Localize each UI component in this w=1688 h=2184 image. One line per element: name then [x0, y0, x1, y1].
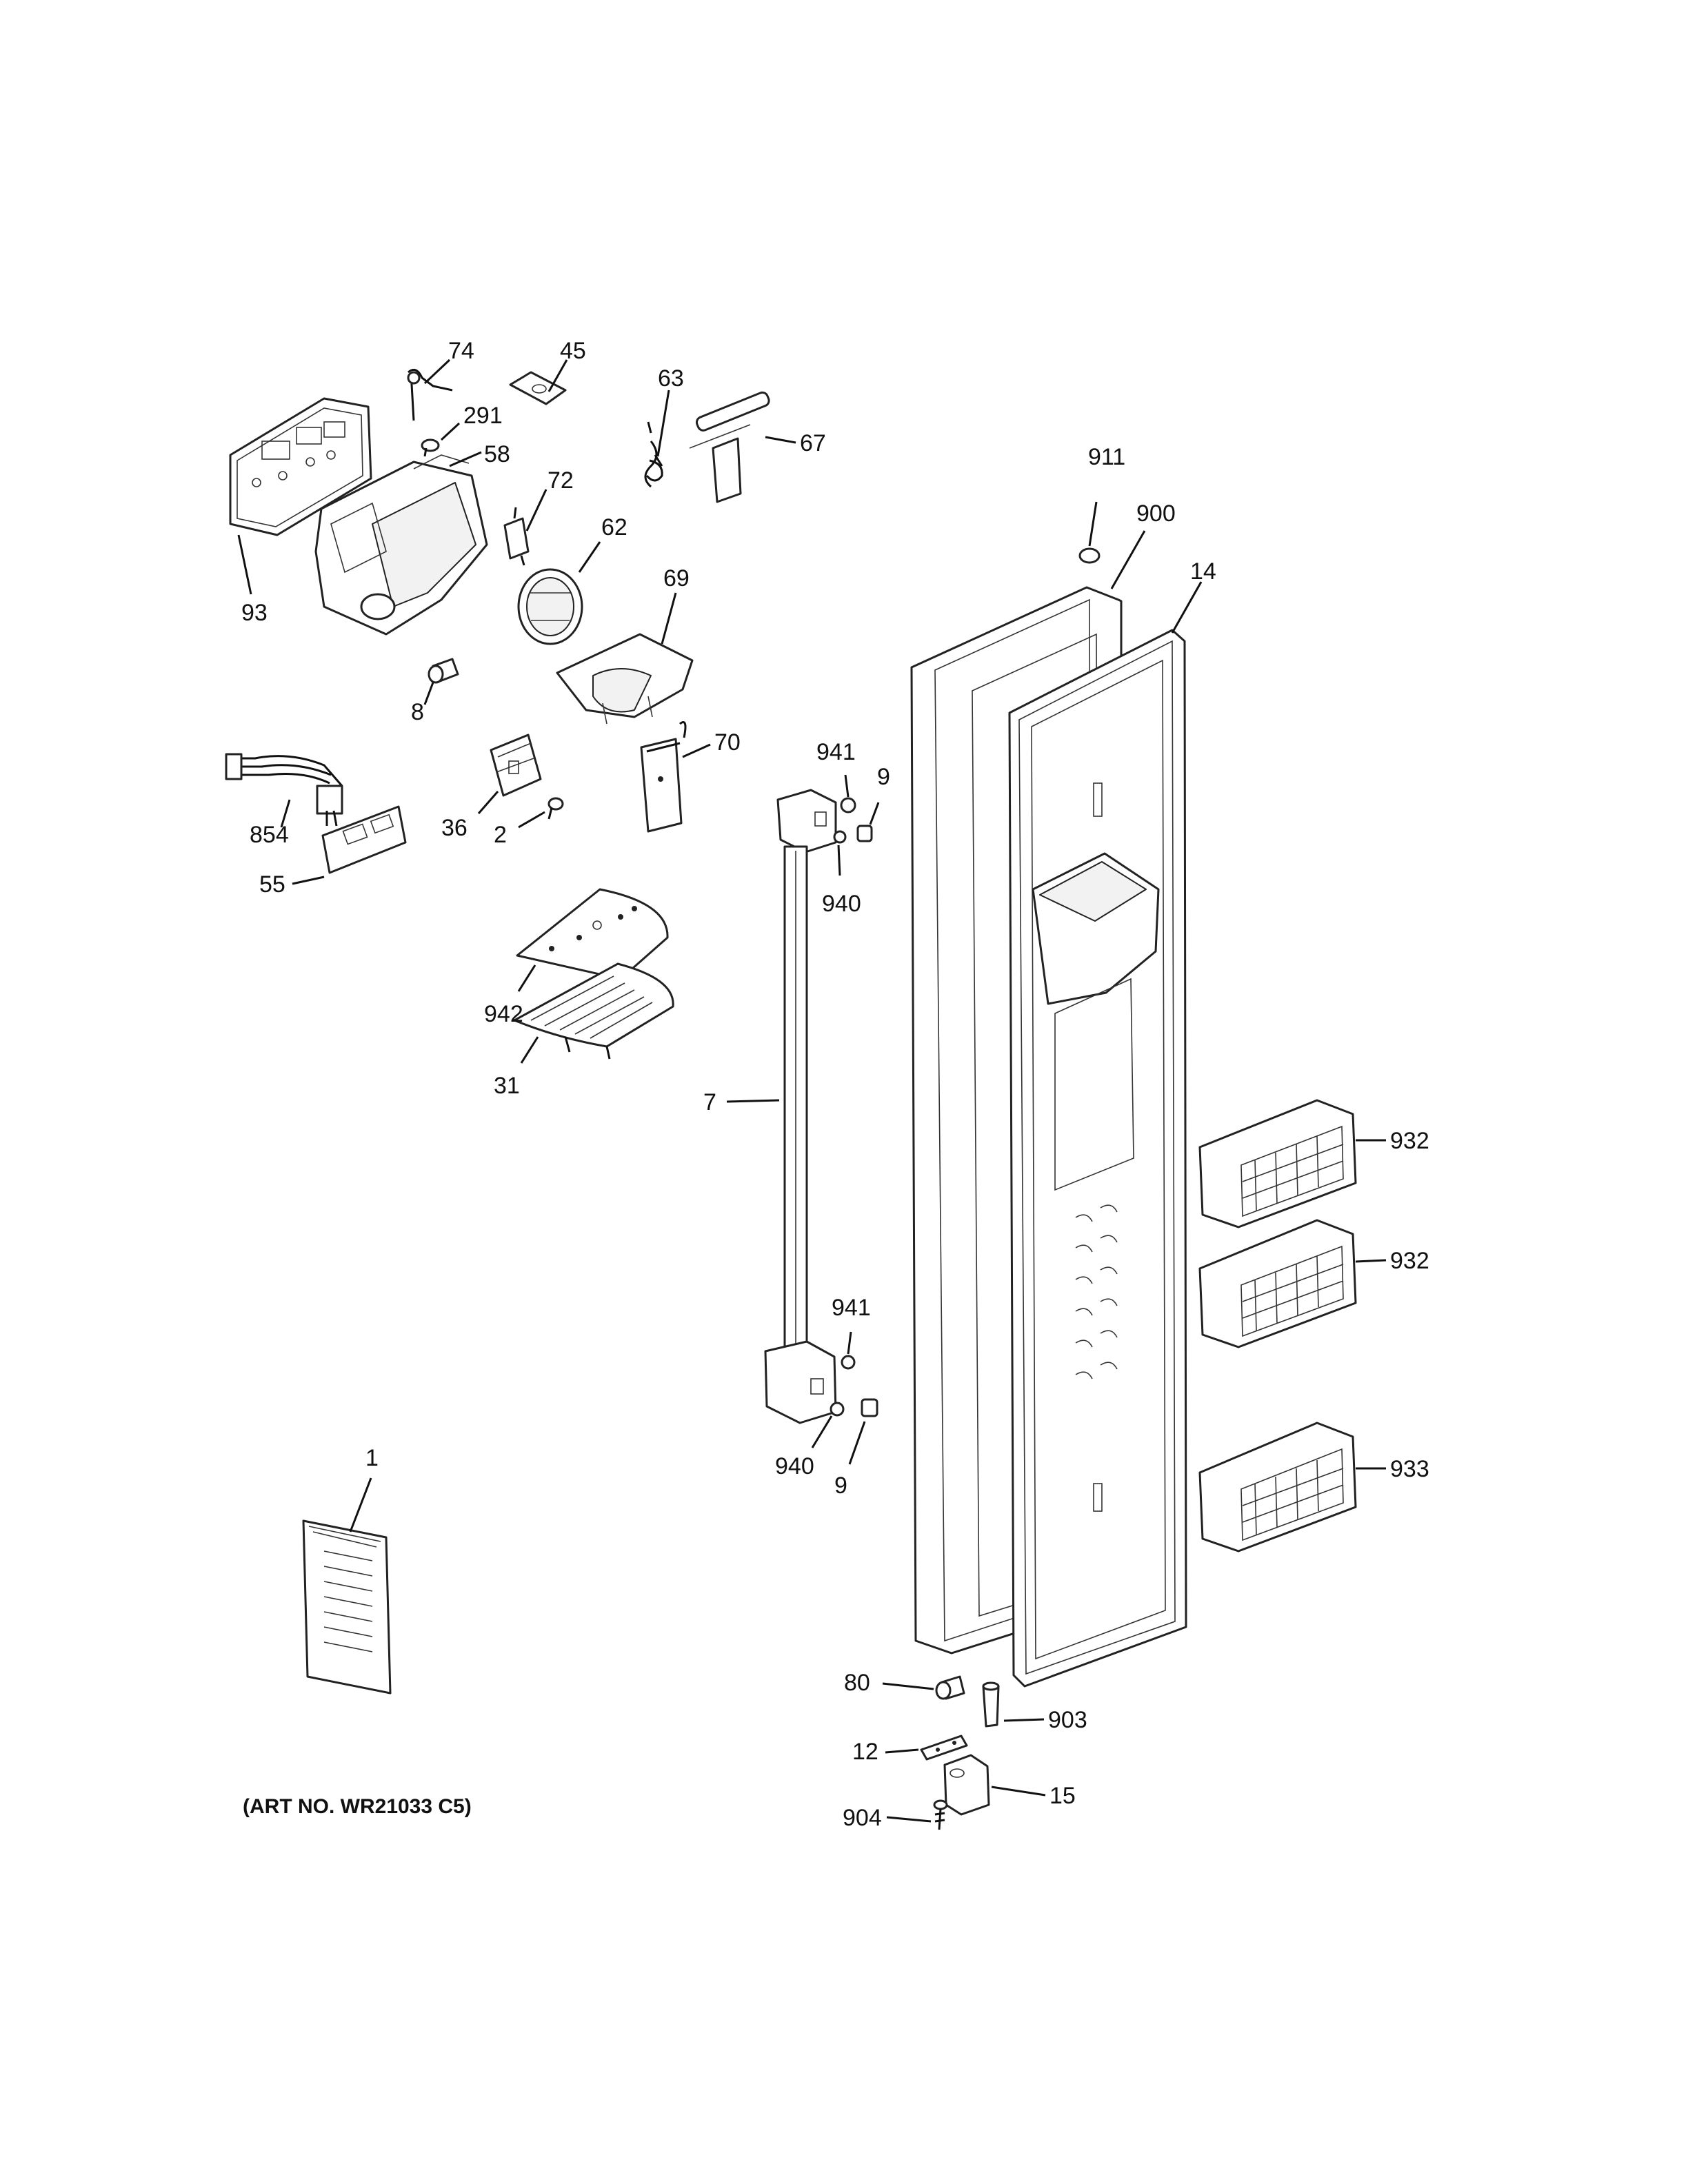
callout-7: 7 [703, 1089, 716, 1115]
art-number: (ART NO. WR21033 C5) [243, 1795, 472, 1818]
callout-904: 904 [843, 1805, 882, 1831]
part-9-bottom-plug [861, 1398, 878, 1417]
callout-933: 933 [1390, 1456, 1429, 1482]
callout-45: 45 [560, 338, 586, 364]
callout-55: 55 [259, 871, 285, 898]
part-940-bottom-screw [830, 1402, 845, 1417]
part-93-dispenser-control-panel [229, 397, 372, 536]
part-12-shim [920, 1735, 968, 1761]
callout-36: 36 [441, 815, 468, 841]
part-1-manual [302, 1519, 392, 1695]
part-80-hinge-pin [935, 1675, 965, 1700]
part-903-bushing [982, 1681, 1000, 1728]
part-904-screw [933, 1799, 948, 1830]
callout-940-bottom: 940 [775, 1453, 814, 1479]
callout-72: 72 [547, 467, 574, 494]
callout-9-top: 9 [877, 764, 890, 790]
callout-932-middle: 932 [1390, 1248, 1429, 1274]
callout-74: 74 [448, 338, 474, 364]
part-63-coil-spring [644, 421, 663, 488]
callout-291: 291 [463, 403, 503, 429]
callout-911: 911 [1088, 444, 1125, 470]
part-15-hinge-bracket [943, 1754, 990, 1816]
callout-70: 70 [714, 729, 741, 756]
part-2-screw [547, 797, 564, 820]
part-941-top-screw [840, 797, 856, 813]
part-9-top-plug [856, 825, 873, 842]
callout-2: 2 [494, 822, 507, 848]
callout-58: 58 [484, 441, 510, 467]
part-31-drip-tray [513, 962, 674, 1060]
callout-900: 900 [1136, 501, 1176, 527]
callout-14: 14 [1190, 558, 1216, 585]
part-72-switch [503, 507, 530, 566]
callout-93: 93 [241, 600, 268, 626]
callout-941-top: 941 [816, 739, 856, 765]
callout-69: 69 [663, 565, 690, 592]
callout-62: 62 [601, 514, 627, 540]
callout-8: 8 [411, 699, 424, 725]
part-932-door-bin-middle [1198, 1219, 1357, 1348]
part-933-door-bin-lower [1198, 1422, 1357, 1553]
part-942-drip-tray-grille [516, 888, 669, 980]
callout-903: 903 [1048, 1707, 1087, 1733]
part-854-wire-harness [225, 753, 343, 827]
part-911-door-plug [1078, 547, 1101, 564]
part-69-ice-chute [556, 633, 694, 725]
callout-940-top: 940 [822, 891, 861, 917]
callout-1: 1 [365, 1445, 379, 1471]
callout-67: 67 [800, 430, 826, 456]
callout-9-bottom: 9 [834, 1473, 847, 1499]
part-45-bracket [509, 371, 567, 405]
part-74-spring [407, 368, 453, 421]
callout-80: 80 [844, 1670, 870, 1696]
part-67-actuator-lever [689, 391, 770, 503]
part-932-door-bin-upper [1198, 1099, 1357, 1228]
callout-854: 854 [250, 822, 289, 848]
part-14-door-gasket [1008, 629, 1187, 1688]
callout-15: 15 [1049, 1783, 1076, 1809]
part-7-door-handle [764, 789, 837, 1424]
part-291-screw [421, 438, 440, 457]
callout-12: 12 [852, 1739, 878, 1765]
callout-63: 63 [658, 365, 684, 392]
callout-31: 31 [494, 1073, 520, 1099]
part-55-circuit-board [321, 805, 407, 874]
callout-941-bottom: 941 [832, 1295, 871, 1321]
part-62-auger-motor [517, 568, 583, 645]
part-941-bottom-screw [841, 1355, 856, 1370]
part-70-flap-door [640, 721, 687, 833]
callout-942: 942 [484, 1001, 523, 1027]
callout-932-upper: 932 [1390, 1128, 1429, 1154]
part-8-socket [428, 658, 459, 684]
part-58-dispenser-housing [314, 454, 488, 636]
part-940-top-screw [833, 830, 847, 844]
part-36-mounting-bracket [490, 734, 542, 797]
